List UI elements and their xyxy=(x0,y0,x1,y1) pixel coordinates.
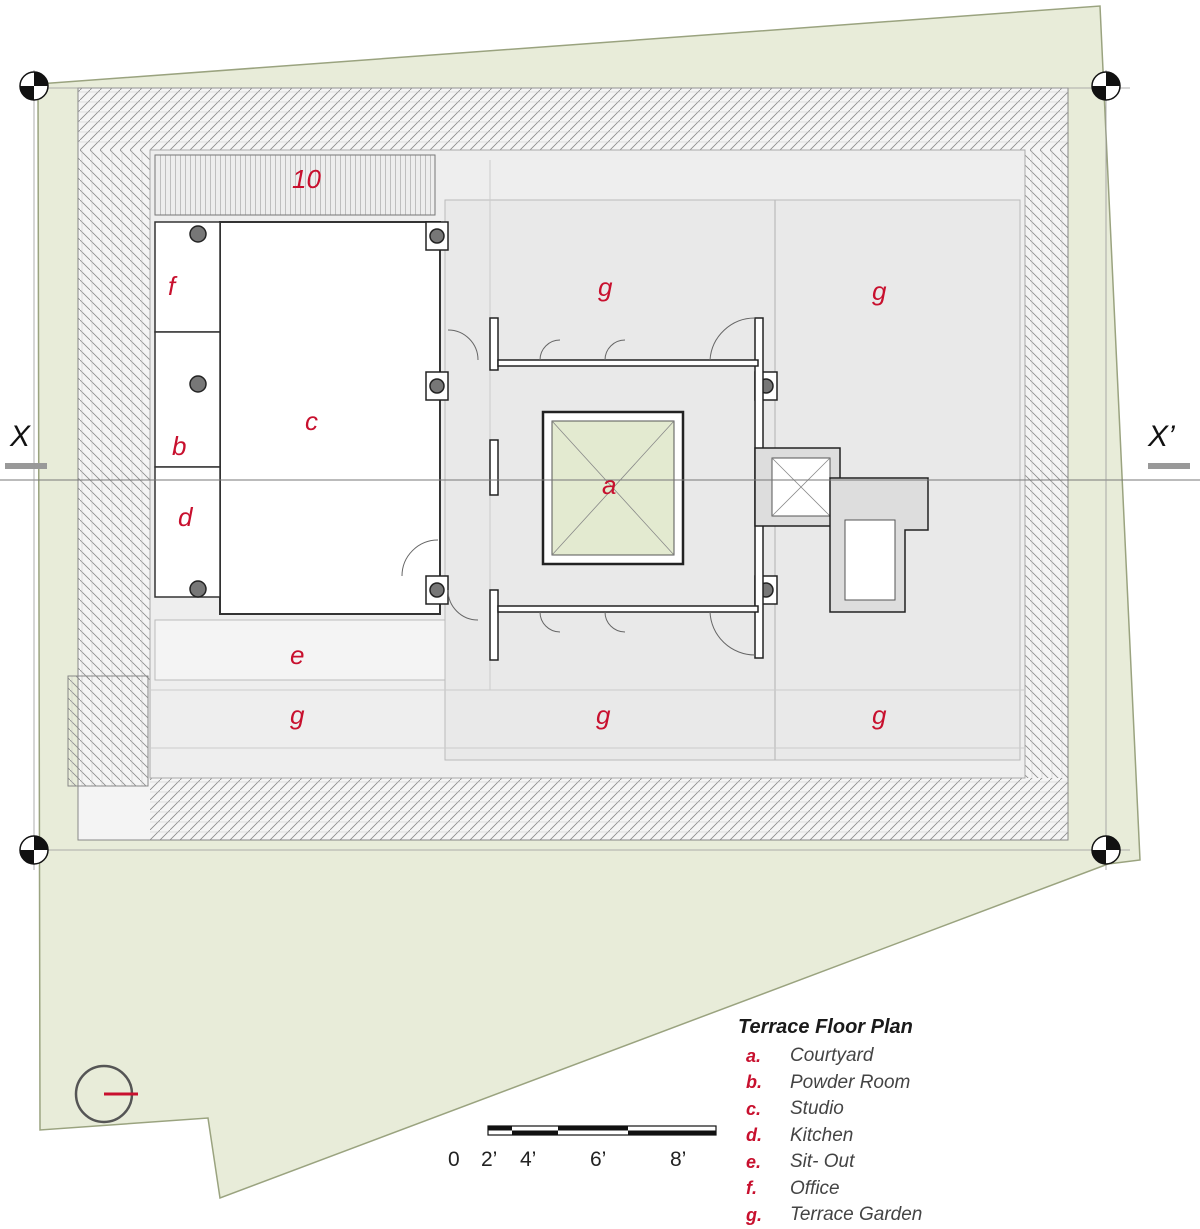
door-swing xyxy=(447,329,479,361)
wall xyxy=(489,317,499,371)
legend-text: Sit- Out xyxy=(790,1151,855,1173)
room-label-office: f xyxy=(168,271,178,301)
legend-item: b. Powder Room xyxy=(738,1070,1038,1097)
wall xyxy=(497,605,759,613)
room-label-terrace-garden: g xyxy=(290,700,305,730)
legend-text: Kitchen xyxy=(790,1124,854,1146)
stair-treads xyxy=(154,154,436,216)
legend-letter: f. xyxy=(746,1178,757,1199)
section-label-left: X xyxy=(9,420,31,453)
room-label-sit-out: e xyxy=(290,640,304,670)
wall xyxy=(489,439,499,496)
door-swing xyxy=(401,539,439,577)
courtyard-diagonal xyxy=(551,420,675,556)
kitchen-room xyxy=(154,466,221,598)
room-label-terrace-garden: g xyxy=(872,276,887,306)
legend-item: d. Kitchen xyxy=(738,1123,1038,1150)
door-swing xyxy=(604,339,626,361)
column xyxy=(189,375,207,393)
scale-bar xyxy=(487,1125,717,1136)
shaft-diagonal xyxy=(771,457,831,517)
room-label-courtyard: a xyxy=(602,470,616,500)
column xyxy=(189,225,207,243)
column xyxy=(189,580,207,598)
legend-text: Studio xyxy=(790,1098,844,1120)
powder-room xyxy=(154,331,221,468)
column xyxy=(429,228,445,244)
door-swing xyxy=(539,611,561,633)
column xyxy=(429,582,445,598)
wall xyxy=(497,359,759,367)
door-swing xyxy=(604,611,626,633)
scale-label: 8’ xyxy=(670,1148,686,1171)
legend-letter: a. xyxy=(746,1045,762,1066)
roof-hatch-left xyxy=(78,150,150,680)
office-room xyxy=(154,221,221,333)
section-marker-right xyxy=(1148,463,1190,469)
legend-text: Powder Room xyxy=(790,1071,911,1093)
exterior-stair xyxy=(67,675,149,787)
room-label-studio: c xyxy=(305,406,318,436)
door-swing xyxy=(447,589,479,621)
section-label-right: X’ xyxy=(1147,420,1176,453)
legend-item: f. Office xyxy=(738,1176,1038,1203)
legend-letter: e. xyxy=(746,1151,762,1172)
room-label-terrace-garden: g xyxy=(872,700,887,730)
roof-hatch-right xyxy=(1025,150,1068,778)
grid-marker-icon xyxy=(19,835,49,865)
legend-text: Office xyxy=(790,1177,840,1199)
legend-letter: c. xyxy=(746,1098,762,1119)
door-swing xyxy=(709,317,756,361)
legend-item: e. Sit- Out xyxy=(738,1149,1038,1176)
legend-title: Terrace Floor Plan xyxy=(738,1016,913,1038)
door-swings xyxy=(401,317,756,656)
legend-letter: d. xyxy=(746,1125,762,1146)
wall xyxy=(489,589,499,661)
door-swing xyxy=(539,339,561,361)
tank-inner xyxy=(844,519,896,601)
room-label-kitchen: d xyxy=(178,502,194,532)
room-label-powder-room: b xyxy=(172,431,186,461)
legend-letter: b. xyxy=(746,1072,762,1093)
door-swing xyxy=(709,611,756,656)
scale-label: 0 xyxy=(448,1148,460,1171)
roof-hatch-bottom xyxy=(150,778,1068,840)
scale-label: 2’ xyxy=(481,1148,497,1171)
room-label-stair: 10 xyxy=(292,164,321,194)
roof-hatch-top xyxy=(78,88,1068,150)
grid-marker-icon xyxy=(1091,71,1121,101)
column xyxy=(429,378,445,394)
grid-markers xyxy=(19,71,1121,865)
studio-room xyxy=(219,221,441,615)
legend-item: g. Terrace Garden xyxy=(738,1202,1038,1229)
scale-label: 4’ xyxy=(520,1148,536,1171)
sit-out xyxy=(154,619,446,681)
legend: Terrace Floor Plan a. Courtyard b. Powder … xyxy=(738,1016,1038,1229)
room-label-terrace-garden: g xyxy=(596,700,611,730)
legend-text: Terrace Garden xyxy=(790,1204,923,1226)
section-marker-left xyxy=(5,463,47,469)
grid-marker-icon xyxy=(19,71,49,101)
north-arrow-icon xyxy=(74,1064,138,1124)
room-label-terrace-garden: g xyxy=(598,272,613,302)
scale-label: 6’ xyxy=(590,1148,606,1171)
legend-text: Courtyard xyxy=(790,1045,874,1067)
grid-marker-icon xyxy=(1091,835,1121,865)
legend-item: a. Courtyard xyxy=(738,1043,1038,1070)
legend-letter: g. xyxy=(746,1204,762,1225)
legend-item: c. Studio xyxy=(738,1096,1038,1123)
